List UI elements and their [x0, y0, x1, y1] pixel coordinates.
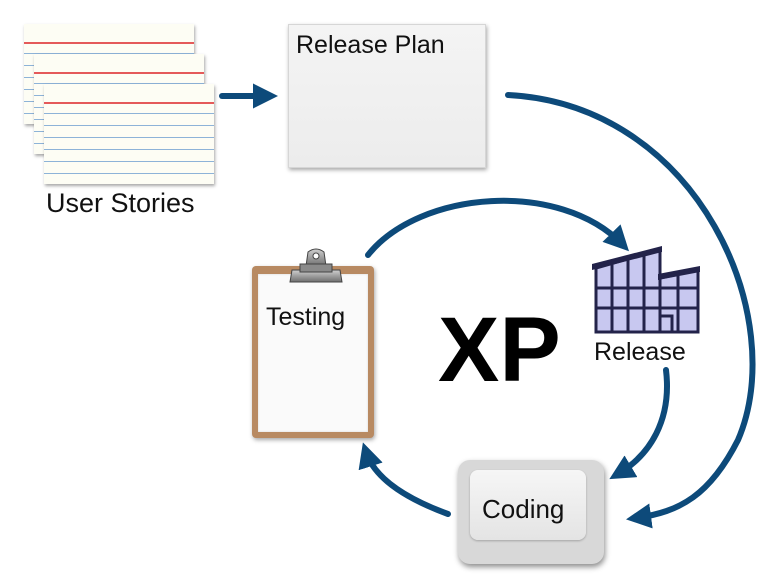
user-stories-label: User Stories: [46, 188, 195, 218]
clipboard-clip-icon: [289, 248, 343, 283]
coding-key-top: Coding: [470, 470, 586, 540]
arrow-release-to-coding: [609, 367, 670, 480]
release-plan-sheet: Release Plan: [288, 24, 486, 168]
release-label: Release: [594, 338, 686, 366]
release-building-icon: [592, 246, 700, 334]
release-plan-label: Release Plan: [296, 31, 445, 59]
xp-center-label: XP: [438, 299, 561, 401]
arrow-plan-to-coding: [505, 92, 756, 529]
arrow-testing-to-release: [365, 197, 630, 258]
coding-key-icon: Coding: [458, 460, 604, 564]
testing-label: Testing: [266, 303, 346, 331]
arrow-coding-to-testing: [358, 442, 451, 517]
testing-clipboard: Testing: [252, 266, 374, 438]
clipboard-paper: [258, 274, 368, 432]
coding-label: Coding: [482, 494, 565, 524]
user-story-card-3: [44, 84, 214, 184]
